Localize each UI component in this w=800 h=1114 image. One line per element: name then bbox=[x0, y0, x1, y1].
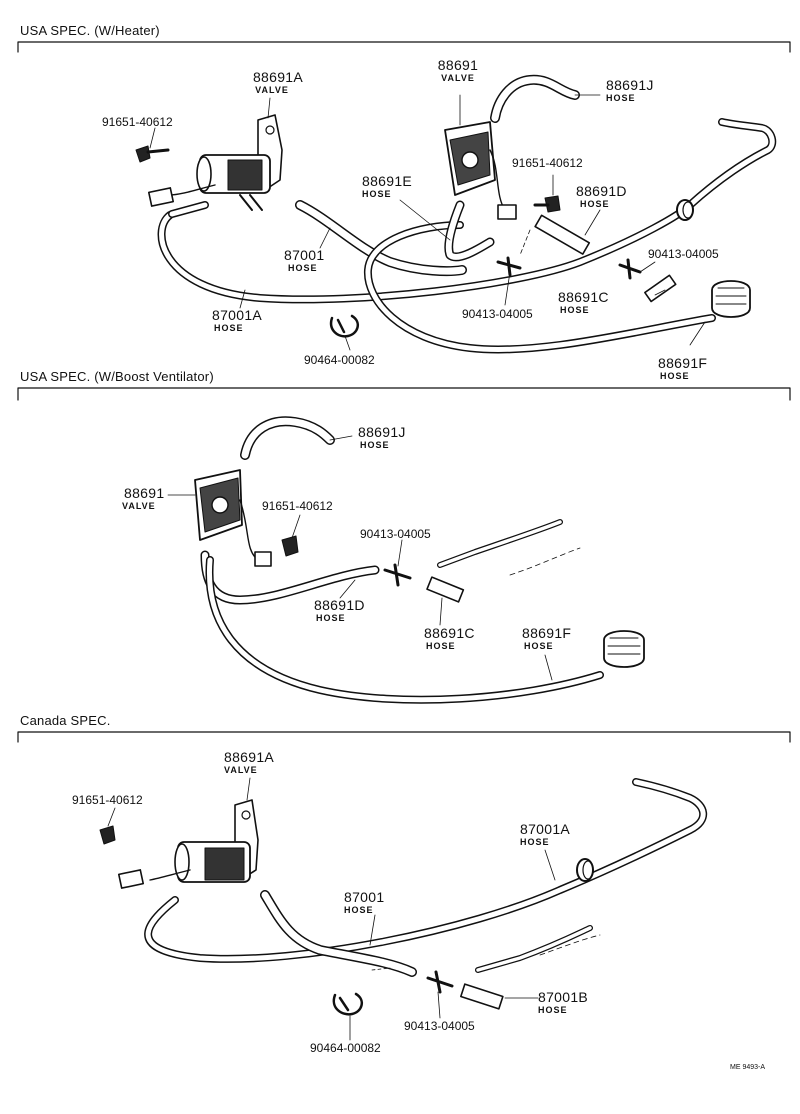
part-name-hose: HOSE bbox=[520, 837, 550, 847]
bolt-91651-40612-2 bbox=[533, 195, 561, 213]
part-name-hose: HOSE bbox=[214, 323, 244, 333]
hose-88691d bbox=[534, 214, 591, 255]
part-number-87001: 87001 bbox=[284, 247, 325, 263]
part-number-connector: 90413-04005 bbox=[404, 1019, 475, 1033]
part-number-87001a: 87001A bbox=[212, 307, 263, 323]
part-number-88691d: 88691D bbox=[576, 183, 627, 199]
part-name-hose: HOSE bbox=[360, 440, 390, 450]
valve-88691a bbox=[147, 114, 283, 211]
part-number-88691f: 88691F bbox=[658, 355, 708, 371]
part-number-87001b: 87001B bbox=[538, 989, 589, 1005]
connector-90413 bbox=[383, 563, 412, 587]
actuator bbox=[603, 630, 645, 668]
section-title: USA SPEC. (W/Boost Ventilator) bbox=[20, 369, 214, 384]
part-name-valve: VALVE bbox=[122, 501, 156, 511]
part-name-hose: HOSE bbox=[538, 1005, 568, 1015]
clamp-90464 bbox=[329, 314, 360, 338]
part-name-hose: HOSE bbox=[580, 199, 610, 209]
hose-88691j bbox=[490, 74, 580, 123]
part-name-hose: HOSE bbox=[344, 905, 374, 915]
part-name-hose: HOSE bbox=[560, 305, 590, 315]
part-name-hose: HOSE bbox=[606, 93, 636, 103]
part-name-hose: HOSE bbox=[362, 189, 392, 199]
section-1-artwork bbox=[17, 41, 791, 354]
part-number-connector: 90413-04005 bbox=[462, 307, 533, 321]
part-number-bolt: 91651-40612 bbox=[102, 115, 173, 129]
figure-code: ME 9493-A bbox=[730, 1064, 766, 1071]
part-number-88691a: 88691A bbox=[252, 69, 304, 85]
part-name-hose: HOSE bbox=[524, 641, 554, 651]
part-name-hose: HOSE bbox=[660, 371, 690, 381]
part-number-88691j: 88691J bbox=[358, 424, 406, 440]
actuator bbox=[711, 280, 751, 318]
part-name-valve: VALVE bbox=[224, 765, 258, 775]
part-number-88691c: 88691C bbox=[558, 289, 609, 305]
section-2-artwork bbox=[17, 387, 791, 704]
valve-88691a bbox=[117, 799, 259, 889]
part-number-88691a: 88691A bbox=[224, 749, 275, 765]
part-number-clamp: 90464-00082 bbox=[310, 1041, 381, 1055]
part-name-hose: HOSE bbox=[316, 613, 346, 623]
part-number-clamp: 90464-00082 bbox=[304, 353, 375, 367]
hose-88691c bbox=[426, 576, 465, 603]
part-name-valve: VALVE bbox=[441, 73, 475, 83]
part-number-87001: 87001 bbox=[344, 889, 385, 905]
part-number-bolt: 91651-40612 bbox=[512, 156, 583, 170]
part-number-87001a: 87001A bbox=[520, 821, 571, 837]
section-title: USA SPEC. (W/Heater) bbox=[20, 23, 160, 38]
part-number-88691: 88691 bbox=[437, 57, 479, 73]
valve-88691 bbox=[194, 469, 272, 567]
part-number-88691: 88691 bbox=[124, 485, 165, 501]
part-number-bolt: 91651-40612 bbox=[262, 499, 333, 513]
part-number-88691f: 88691F bbox=[522, 625, 572, 641]
part-number-88691d: 88691D bbox=[314, 597, 365, 613]
connector-90413 bbox=[426, 970, 454, 994]
hose-87001b bbox=[460, 983, 504, 1010]
section-title: Canada SPEC. bbox=[20, 713, 111, 728]
part-name-hose: HOSE bbox=[288, 263, 318, 273]
connector-90413 bbox=[496, 256, 522, 277]
hose-88691c bbox=[644, 274, 677, 303]
part-number-88691j: 88691J bbox=[606, 77, 654, 93]
section-3-artwork bbox=[17, 731, 791, 1041]
part-number-88691c: 88691C bbox=[424, 625, 475, 641]
part-name-hose: HOSE bbox=[426, 641, 456, 651]
part-number-bolt: 91651-40612 bbox=[72, 793, 143, 807]
clamp-90464 bbox=[332, 992, 364, 1016]
bolt-91651-40612 bbox=[99, 825, 116, 845]
part-number-connector: 90413-04005 bbox=[360, 527, 431, 541]
bolt-91651-40612 bbox=[281, 535, 299, 557]
bolt-91651-40612 bbox=[135, 145, 170, 163]
part-number-connector: 90413-04005 bbox=[648, 247, 719, 261]
part-name-valve: VALVE bbox=[255, 85, 289, 95]
valve-88691 bbox=[444, 121, 517, 220]
part-number-88691e: 88691E bbox=[362, 173, 413, 189]
